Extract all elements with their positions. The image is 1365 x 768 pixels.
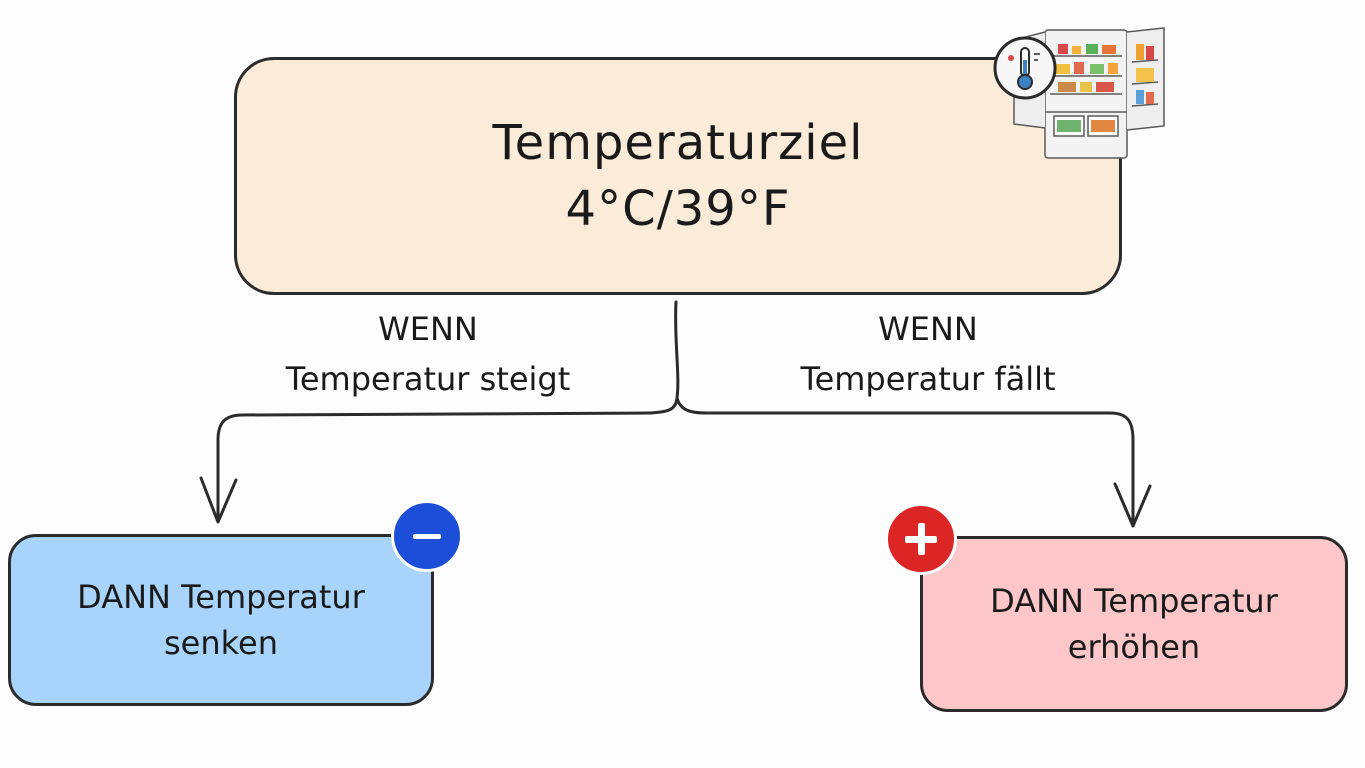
action-raise-box: DANN Temperatur erhöhen	[920, 536, 1348, 712]
action-lower-line1: DANN Temperatur	[77, 578, 365, 616]
action-lower-box: DANN Temperatur senken	[8, 534, 434, 706]
condition-right-text: Temperatur fällt	[800, 360, 1056, 398]
action-raise-line1: DANN Temperatur	[990, 582, 1278, 620]
goal-value: 4°C/39°F	[565, 181, 791, 237]
plus-icon	[885, 503, 957, 575]
goal-title: Temperaturziel	[492, 115, 864, 171]
right-arrowhead	[1113, 482, 1152, 528]
minus-icon	[391, 500, 463, 572]
condition-left-keyword: WENN	[378, 310, 478, 348]
condition-right: WENN Temperatur fällt	[748, 304, 1108, 404]
condition-left: WENN Temperatur steigt	[236, 304, 620, 404]
left-branch-line	[216, 411, 652, 522]
action-raise-line2: erhöhen	[1067, 628, 1201, 666]
condition-right-keyword: WENN	[878, 310, 978, 348]
left-arrowhead	[199, 476, 238, 524]
action-lower-line2: senken	[164, 624, 278, 662]
condition-left-text: Temperatur steigt	[285, 360, 571, 398]
right-branch-line	[675, 396, 1135, 526]
temperature-goal-box: Temperaturziel 4°C/39°F	[234, 57, 1122, 295]
